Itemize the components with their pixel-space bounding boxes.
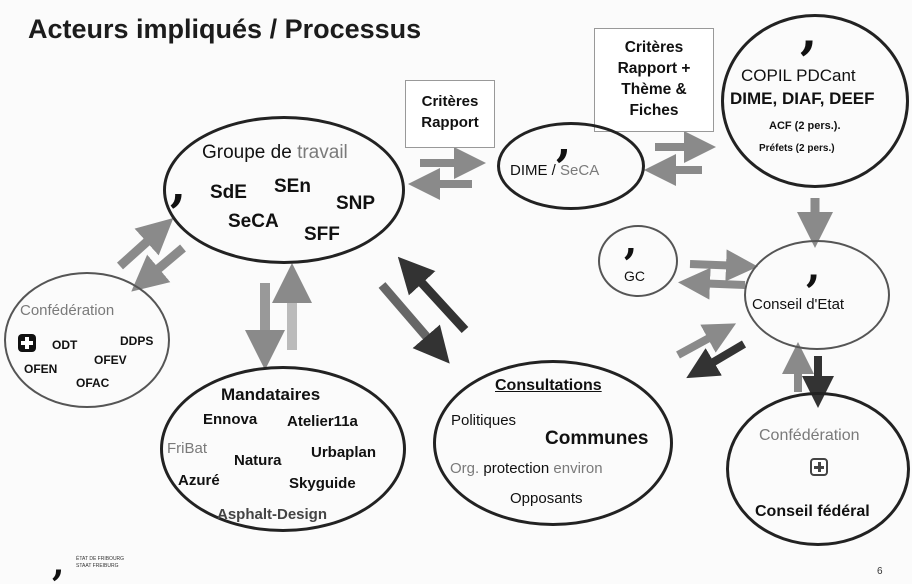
logo-text-1: ÉTAT DE FRIBOURG <box>76 556 125 562</box>
double-arrow-icon <box>378 256 469 364</box>
double-arrow-icon <box>676 323 747 379</box>
double-arrow-icon <box>116 217 186 292</box>
conf-ofen: OFEN <box>24 362 58 376</box>
dime-label: DIME / <box>510 162 556 179</box>
protection-label: protection <box>483 460 550 477</box>
consultations-org: Org. protection environ <box>450 460 603 477</box>
fribourg-logo-icon: , <box>52 542 65 584</box>
mandataire-ennova: Ennova <box>203 411 258 428</box>
double-arrow-icon <box>408 147 486 200</box>
org-label: Org. <box>450 460 480 477</box>
comma-mark-icon: , <box>800 1 818 60</box>
member-sde: SdE <box>210 182 247 203</box>
criteres-theme-line2: Rapport + <box>617 60 691 77</box>
conf-odt: ODT <box>52 338 78 352</box>
dime-seca-ellipse <box>497 122 645 210</box>
mandataires-title: Mandataires <box>221 385 321 404</box>
member-snp: SNP <box>336 193 376 214</box>
mandataires-ellipse <box>160 366 406 532</box>
criteres-rapport-box: Critères Rapport <box>405 80 495 148</box>
criteres-theme-box: Critères Rapport + Thème & Fiches <box>594 28 714 132</box>
mandataire-azure: Azuré <box>178 472 220 489</box>
copil-line3: ACF (2 pers.). <box>769 120 841 132</box>
consultations-ellipse <box>433 360 673 526</box>
mandataire-atelier11a: Atelier11a <box>287 413 358 430</box>
seca-label: SeCA <box>560 162 600 179</box>
confederation-right-label: Confédération <box>759 427 860 444</box>
double-arrow-icon <box>644 131 716 186</box>
comma-mark-icon: , <box>624 218 638 263</box>
consultations-opposants: Opposants <box>510 490 583 507</box>
gc-label: GC <box>624 268 645 284</box>
double-arrow-icon <box>245 263 312 370</box>
groupe-title-b: travail <box>297 142 348 163</box>
comma-mark-icon: , <box>806 242 821 291</box>
rapport-line: Rapport <box>421 114 479 131</box>
double-arrow-icon <box>678 249 758 300</box>
copil-ellipse <box>721 14 909 188</box>
groupe-title-a: Groupe de <box>202 142 292 163</box>
copil-line4: Préfets (2 pers.) <box>759 143 835 154</box>
confederation-left-ellipse <box>4 272 170 408</box>
consultations-title: Consultations <box>495 377 602 394</box>
environ-label: environ <box>553 460 603 477</box>
logo-text-2: STAAT FREIBURG <box>76 563 119 569</box>
member-seca: SeCA <box>228 211 279 232</box>
criteres-theme-line1: Critères <box>624 39 684 56</box>
mandataire-urbaplan: Urbaplan <box>311 444 377 461</box>
groupe-de-travail-ellipse <box>163 116 405 264</box>
swiss-cross-icon <box>810 458 828 476</box>
comma-mark-icon: , <box>556 116 572 167</box>
gc-ellipse <box>598 225 678 297</box>
dime-seca-label: DIME / SeCA <box>510 162 599 179</box>
confederation-right-ellipse <box>726 392 910 546</box>
mandataire-asphalt-design: Asphalt-Design <box>217 506 328 523</box>
mandataire-skyguide: Skyguide <box>289 475 356 492</box>
mandataire-fribat: FriBat <box>167 440 208 457</box>
consultations-politiques: Politiques <box>451 412 517 429</box>
conf-ofev: OFEV <box>94 353 127 367</box>
page-number: 6 <box>877 566 883 577</box>
criteres-line: Critères <box>421 93 479 110</box>
member-sff: SFF <box>304 224 340 245</box>
groupe-title: Groupe de travail <box>202 142 348 164</box>
conseil-etat-label: Conseil d'Etat <box>752 296 845 313</box>
conf-ddps: DDPS <box>120 334 154 348</box>
copil-line1: COPIL PDCant <box>741 66 856 85</box>
double-arrow-icon <box>782 342 834 408</box>
confederation-left-label: Confédération <box>20 302 115 319</box>
comma-mark-icon: , <box>170 158 187 212</box>
mandataire-natura: Natura <box>234 452 282 469</box>
page-title: Acteurs impliqués / Processus <box>28 14 422 44</box>
member-sen: SEn <box>274 176 311 197</box>
criteres-theme-line4: Fiches <box>629 102 679 119</box>
conf-ofac: OFAC <box>76 376 110 390</box>
criteres-theme-line3: Thème & <box>621 81 687 98</box>
conseil-etat-ellipse <box>744 240 890 350</box>
swiss-cross-icon <box>18 334 36 352</box>
consultations-communes: Communes <box>545 428 649 449</box>
copil-line2: DIME, DIAF, DEEF <box>730 89 875 108</box>
conseil-federal-label: Conseil fédéral <box>755 503 870 520</box>
